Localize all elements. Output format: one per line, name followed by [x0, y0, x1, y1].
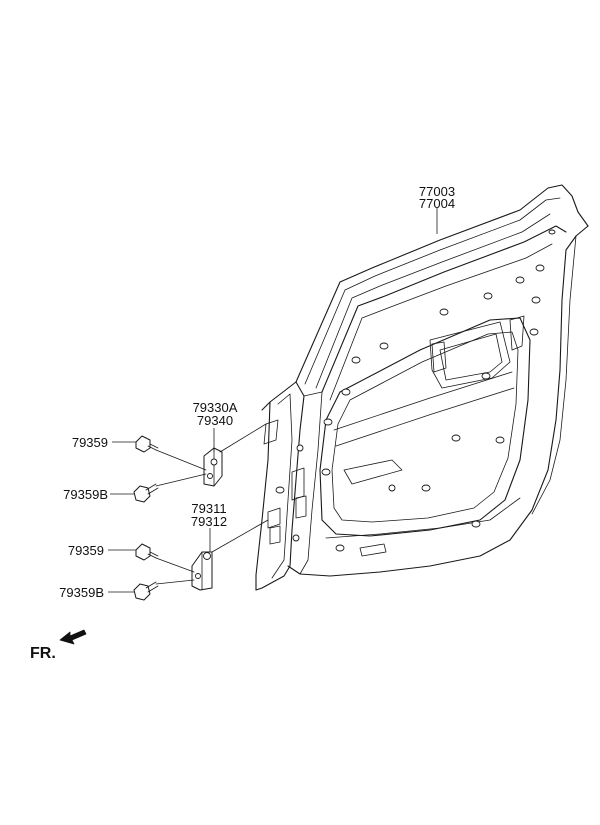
callout-bolt-upper-2: 79359B [63, 487, 108, 502]
callout-upper-hinge-a: 79330A [193, 400, 238, 415]
bolt-upper-1-icon [135, 435, 159, 453]
callout-lower-hinge-a: 79311 [191, 501, 226, 516]
bolt-upper-2-icon [133, 483, 159, 503]
direction-arrow-icon [59, 629, 87, 645]
front-direction-indicator: FR. [30, 629, 87, 662]
leader-lines [108, 208, 438, 593]
lower-hinge [191, 551, 213, 591]
callout-bolt-lower-1: 79359 [68, 543, 104, 558]
bolt-lower-2-icon [133, 581, 159, 601]
callout-door-panel-a: 77003 [419, 184, 455, 199]
callout-bolt-upper-1: 79359 [72, 435, 108, 450]
upper-hinge [203, 447, 223, 487]
callout-bolt-lower-2: 79359B [59, 585, 104, 600]
callout-upper-hinge-b: 79340 [197, 413, 233, 428]
direction-label: FR. [30, 645, 56, 662]
callout-door-panel-b: 77004 [419, 196, 455, 211]
panel-holes [275, 229, 556, 552]
rear-door-panel [255, 184, 589, 591]
bolt-lower-1-icon [135, 543, 159, 561]
callout-lower-hinge-b: 79312 [191, 514, 227, 529]
